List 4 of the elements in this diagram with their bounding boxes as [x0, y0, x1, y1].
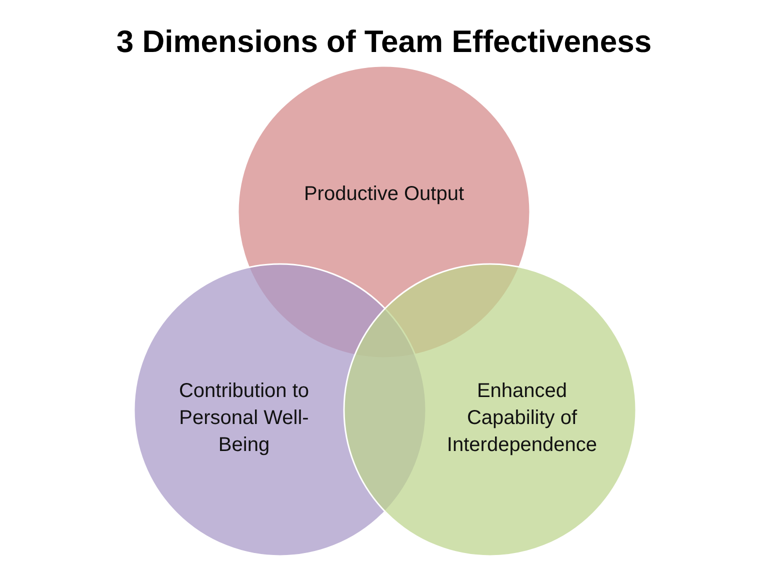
diagram-title: 3 Dimensions of Team Effectiveness — [115, 24, 653, 60]
circle-label: Contribution to Personal Well-Being — [178, 378, 310, 458]
circle-label: Enhanced Capability of Interdependence — [446, 378, 598, 458]
circle-label: Productive Output — [302, 182, 466, 206]
